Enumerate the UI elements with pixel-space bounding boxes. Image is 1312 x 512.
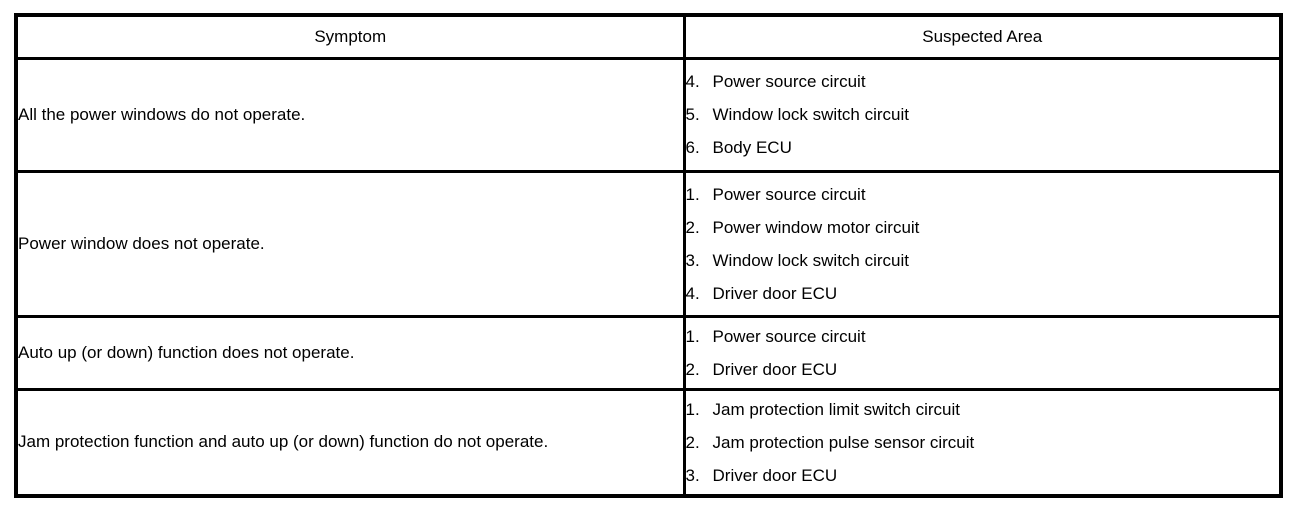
symptom-text: Jam protection function and auto up (or … (18, 432, 549, 452)
area-item-label: Driver door ECU (712, 359, 838, 379)
symptom-text: Auto up (or down) function does not oper… (18, 342, 355, 362)
area-item-label: Window lock switch circuit (712, 250, 910, 270)
suspected-area-item: 2. Power window motor circuit (685, 211, 1278, 244)
area-item-label: Driver door ECU (712, 465, 838, 485)
area-item-number: 4. (685, 72, 700, 91)
area-item-label: Power source circuit (712, 326, 866, 346)
symptom-cell: Power window does not operate. (14, 169, 686, 318)
suspected-area-item: 2. Driver door ECU (685, 353, 1278, 386)
symptom-text: All the power windows do not operate. (18, 104, 306, 124)
suspected-area-item: 6. Body ECU (685, 131, 1278, 164)
symptom-cell: Auto up (or down) function does not oper… (14, 314, 686, 391)
area-item-number: 5. (685, 105, 700, 124)
area-item-number: 4. (685, 283, 700, 303)
area-item-number: 1. (685, 326, 700, 346)
symptom-cell: Jam protection function and auto up (or … (14, 387, 686, 498)
area-item-label: Power source circuit (712, 184, 866, 204)
area-item-number: 2. (685, 432, 700, 452)
suspected-area-cell: 1. Power source circuit 2. Driver door E… (682, 314, 1283, 391)
suspected-area-cell: 1. Jam protection limit switch circuit 2… (682, 387, 1283, 498)
area-item-number: 3. (685, 465, 700, 485)
area-item-number: 6. (685, 138, 700, 157)
suspected-area-item: 4. Power source circuit (685, 65, 1278, 98)
suspected-area-cell: 1. Power source circuit 2. Power window … (682, 169, 1283, 318)
table-row: Jam protection function and auto up (or … (14, 387, 1283, 498)
column-header-symptom: Symptom (14, 13, 686, 60)
suspected-area-item: 4. Driver door ECU (685, 277, 1278, 310)
suspected-area-item: 5. Window lock switch circuit (685, 98, 1278, 131)
symptom-suspected-area-table: Symptom Suspected Area All the power win… (14, 13, 1283, 498)
area-item-label: Jam protection pulse sensor circuit (712, 432, 975, 452)
symptom-cell: All the power windows do not operate. (14, 56, 686, 173)
area-item-number: 1. (685, 184, 700, 204)
area-item-label: Driver door ECU (712, 283, 838, 303)
suspected-area-cell: 4. Power source circuit 5. Window lock s… (682, 56, 1283, 173)
table-row: All the power windows do not operate. 4.… (14, 56, 1283, 173)
area-item-label: Window lock switch circuit (712, 105, 910, 124)
suspected-area-item: 1. Power source circuit (685, 178, 1278, 211)
area-item-number: 3. (685, 250, 700, 270)
suspected-area-item: 1. Jam protection limit switch circuit (685, 393, 1278, 426)
table-header-row: Symptom Suspected Area (14, 13, 1283, 60)
area-item-number: 2. (685, 217, 700, 237)
suspected-area-item: 3. Driver door ECU (685, 459, 1278, 492)
area-item-label: Power window motor circuit (712, 217, 920, 237)
area-item-label: Body ECU (712, 138, 792, 157)
column-header-suspected-area: Suspected Area (682, 13, 1283, 60)
table-row: Power window does not operate. 1. Power … (14, 169, 1283, 318)
area-item-label: Power source circuit (712, 72, 866, 91)
symptom-text: Power window does not operate. (18, 233, 265, 253)
area-item-label: Jam protection limit switch circuit (712, 399, 961, 419)
area-item-number: 1. (685, 399, 700, 419)
suspected-area-item: 2. Jam protection pulse sensor circuit (685, 426, 1278, 459)
table-row: Auto up (or down) function does not oper… (14, 314, 1283, 391)
suspected-area-item: 3. Window lock switch circuit (685, 244, 1278, 277)
suspected-area-item: 1. Power source circuit (685, 320, 1278, 353)
area-item-number: 2. (685, 359, 700, 379)
